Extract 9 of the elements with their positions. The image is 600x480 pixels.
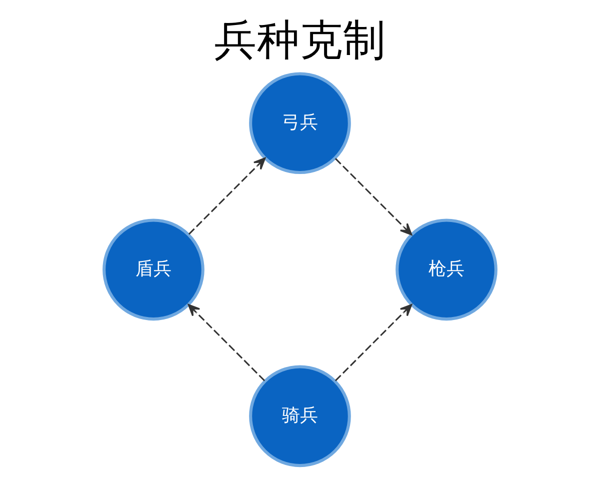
arrow — [188, 158, 266, 235]
node-circle: 枪兵 — [396, 218, 498, 321]
node-circle: 骑兵 — [249, 365, 351, 468]
node-circle: 盾兵 — [102, 218, 204, 321]
arrow — [334, 304, 412, 382]
arrow — [334, 158, 412, 236]
diagram-title: 兵种克制 — [214, 16, 386, 66]
node-circle: 弓兵 — [249, 72, 351, 174]
arrow — [188, 304, 266, 382]
